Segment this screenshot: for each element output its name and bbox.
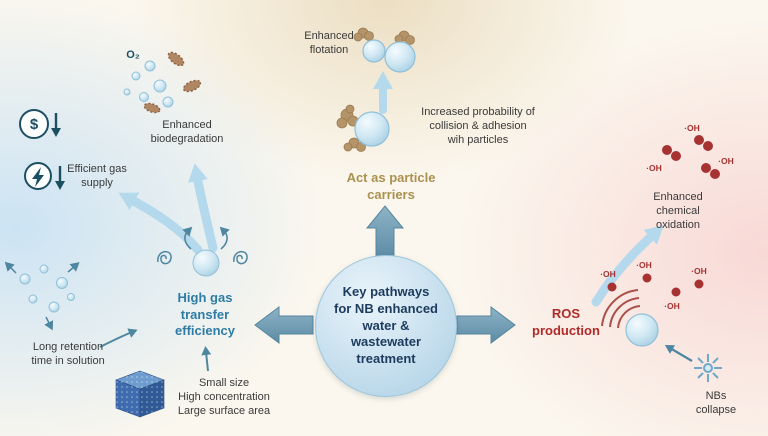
gas-supply-icon [24,162,65,190]
flotation-label: Enhanced flotation [304,30,354,56]
coil-icon [233,250,248,265]
radical-dots-icon [607,273,704,297]
oxidation-arrow [591,225,664,307]
ros-bubble-icon [601,289,659,347]
gas-supply-label: Efficient gas supply [67,163,127,189]
oh-label: ·OH [691,266,707,276]
bacteria-icons [143,51,202,114]
money-icon: $ [19,109,61,139]
oh-label: ·OH [600,269,616,279]
oh-label: ·OH [636,260,652,270]
block-arrow-left-icon [254,306,314,344]
dollar-glyph: $ [30,116,39,133]
o2-label: O₂ [126,49,140,61]
center-node: Key pathways for NB enhanced water & was… [315,255,457,397]
top-branch-title: Act as particle carriers [346,170,436,202]
properties-label: Small size High concentration Large surf… [177,377,271,417]
oh-label: ·OH [718,156,734,166]
carrier-bubble-icon [336,104,390,152]
oxygen-bubbles-icon [123,60,174,108]
collapse-icon [694,354,722,382]
block-arrow-up-icon [365,205,405,259]
gas-transfer-arrows [118,163,218,255]
retention-bubbles-icon [4,261,80,331]
retention-label: Long retention time in solution [31,341,105,367]
left-branch-title: High gas transfer efficiency [175,290,235,339]
radical-molecules-icon [662,135,720,179]
properties-arrow [201,346,212,372]
center-title: Key pathways for NB enhanced water & was… [333,283,438,367]
collision-label: Increased probability of collision & adh… [421,106,535,146]
cube-icon [115,370,165,418]
center-block-arrows [254,205,516,344]
collapse-arrow [664,344,693,362]
right-branch-title: ROS production [532,306,600,338]
lightning-icon [32,167,44,187]
oh-label: ·OH [684,123,700,133]
coil-icon [157,250,172,265]
transfer-bubble-icon [157,226,248,277]
block-arrow-right-icon [456,306,516,344]
oh-label: ·OH [646,163,662,173]
collapse-label: NBs collapse [695,390,737,416]
retention-arrow [99,328,138,348]
oxidation-label: Enhanced chemical oxidation [653,191,703,231]
biodegradation-label: Enhanced biodegradation [150,119,224,145]
oh-label: ·OH [664,301,680,311]
flotation-bubbles-icon [353,27,416,73]
